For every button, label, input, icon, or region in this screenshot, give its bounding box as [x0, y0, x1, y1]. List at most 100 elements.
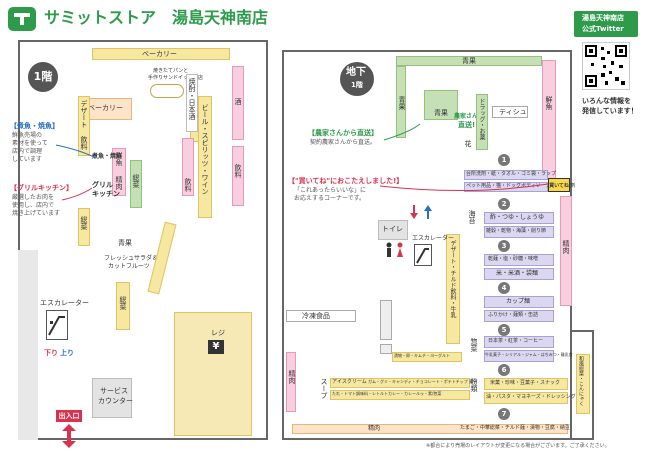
japanese-sozai-label: 和風総菜・こんにゃく	[578, 356, 584, 406]
dry-shelf	[484, 254, 554, 266]
furikake-shelf	[484, 310, 554, 322]
furikake-label: ふりかけ・麺類・缶詰	[488, 312, 539, 318]
buy-note-title: 【"買いてね"におこたえしました!】	[288, 177, 404, 185]
frozen-label: 冷凍食品	[302, 312, 330, 320]
fresh-salad-label-2: カットフルーツ	[108, 263, 150, 270]
farm-note-title: 【農家さんから直送】	[308, 129, 378, 137]
meat-right-label: 精肉	[562, 240, 570, 254]
exit-arrow-icon[interactable]	[62, 424, 76, 448]
bakery-top-label: ベーカリー	[142, 50, 177, 58]
aisle-number-1: 1	[498, 154, 510, 166]
fresh-salad-label-1: フレッシュサラダ＆	[104, 255, 159, 262]
bottom-row-shelf	[392, 352, 462, 362]
produce-left-label: 青果	[398, 96, 406, 110]
baby-label: 牛乳菓子・シリアル・ジャム・はちみつ・離乳食	[485, 352, 573, 357]
fish-note-3: 店内で調理	[12, 148, 43, 155]
grill-label-2: キッチン	[92, 190, 120, 198]
sozai-center-label: 総菜	[132, 174, 140, 188]
aisle-number-7: 7	[498, 408, 510, 420]
basement-label-2: 1階	[351, 81, 363, 89]
frozen-strip	[286, 310, 356, 322]
cup-shelf	[484, 296, 554, 308]
grill-note-1: 厳選したお肉を	[12, 194, 55, 201]
register-icon: ¥	[208, 340, 224, 354]
aisle-number-6: 6	[498, 364, 510, 376]
buy-note-1: 「これあったらいいな」に	[294, 187, 367, 194]
produce-inner-label: 青果	[434, 109, 448, 117]
escalator-down: 下り	[44, 349, 58, 357]
bakery-label: ベーカリー	[88, 104, 123, 112]
qr-code-icon[interactable]	[582, 42, 630, 90]
grill-note-2: 使用し、店内で	[12, 202, 55, 209]
meat-right-column	[560, 196, 572, 306]
escalator-icon[interactable]	[46, 310, 68, 340]
grill-label-1: グリル	[92, 181, 113, 189]
register-boxes-2	[380, 344, 392, 354]
badge-line-2: 公式Twitter	[582, 25, 624, 33]
fish-column	[112, 148, 126, 196]
store-title: サミットストア 湯島天神南店	[44, 8, 269, 27]
header-logo-icon	[8, 7, 36, 31]
sozai-basement-label: 惣菜	[470, 338, 478, 352]
ice-label: アイスクリーム	[332, 379, 367, 385]
new-sign-badge: 買いてね	[548, 178, 570, 192]
aisle-number-2: 2	[498, 198, 510, 210]
meat-label: 精肉	[115, 176, 123, 190]
grill-note-title: 【グリルキッチン】	[10, 184, 73, 192]
produce-top-label: 青果	[462, 57, 476, 65]
dry-label: 乾麺・塩・砂糖・味噌	[488, 256, 539, 262]
soy-label: 酢・つゆ・しょうゆ	[490, 214, 545, 221]
sozai-bottom-column	[116, 282, 130, 330]
footer-note: ※都合により売場のレイアウトが変更になる場合がございます。ご了承ください。	[426, 443, 610, 449]
fish-note-1: 鮮魚売場の	[12, 132, 43, 139]
sozai-center-column	[130, 160, 142, 208]
twitter-note-2: 発信しています！	[582, 107, 638, 115]
snack-shelf	[484, 378, 568, 390]
service-label-1: サービス	[100, 387, 128, 395]
basement-escalator-label: エスカレーター	[412, 235, 455, 242]
service-counter	[92, 378, 132, 418]
basement-up-arrow-icon	[424, 204, 432, 219]
shochu-column	[186, 74, 198, 132]
grains-shelf	[484, 226, 554, 238]
dessert-chilled-label: デザート・チルド飲料・牛乳	[449, 240, 456, 318]
beer-column	[198, 96, 212, 218]
pasta-label: 油・パスタ・マヨネーズ・ドレッシング	[486, 394, 576, 400]
meat-left-label: 精肉	[288, 370, 296, 384]
ice-shelf	[330, 378, 470, 388]
drinks-column-2	[232, 146, 244, 206]
grill-note-3: 焼き上げています	[12, 210, 61, 217]
basement-escalator-icon[interactable]	[414, 244, 432, 266]
baby-shelf	[484, 350, 554, 362]
bottom-strip	[292, 424, 568, 434]
sozai-left-label: 総菜	[80, 216, 88, 230]
produce-left-column	[396, 66, 406, 138]
toilet-area	[378, 220, 408, 240]
fish-note-title: 【煮魚・焼魚】	[10, 122, 59, 130]
toilet-icon	[384, 242, 406, 258]
exit-badge: 出入口	[56, 410, 82, 422]
rice-label: 米・米酒・袋麺	[496, 270, 539, 277]
bakery-desc-1: 焼きたてパンと	[153, 68, 189, 74]
register-label: レジ	[211, 329, 225, 337]
fish-label: 鮮魚	[115, 152, 123, 166]
pasta-shelf	[484, 392, 568, 404]
floor1-label: 1階	[28, 62, 58, 92]
kitchen-shelf	[464, 170, 548, 180]
drug-column	[476, 94, 488, 150]
grains-label: 雑穀・乾物・海藻・削り節	[486, 228, 547, 234]
sozai-left-column	[78, 208, 90, 246]
floor1-stair-block	[18, 250, 38, 440]
sake-column	[232, 66, 244, 140]
bottom-strip-label: たまご・中華総菜・チルド麺・漬物・豆腐・納豆	[460, 425, 570, 431]
snack-label: 米菓・珍味・豆菓子・スナック	[490, 380, 561, 386]
drinks-label-2: 飲料	[234, 164, 242, 178]
produce-top-strip	[396, 56, 542, 66]
register-boxes	[380, 300, 392, 340]
fish-note-2: 素材を使って	[12, 140, 48, 147]
basement-label-1: 地下	[346, 67, 366, 78]
twitter-badge[interactable]: 湯島天神南店 公式Twitter	[574, 11, 638, 37]
tea-label: 日本茶・紅茶・コーヒー	[488, 338, 544, 344]
bakery-top-strip	[92, 48, 230, 60]
soy-shelf	[484, 212, 554, 224]
